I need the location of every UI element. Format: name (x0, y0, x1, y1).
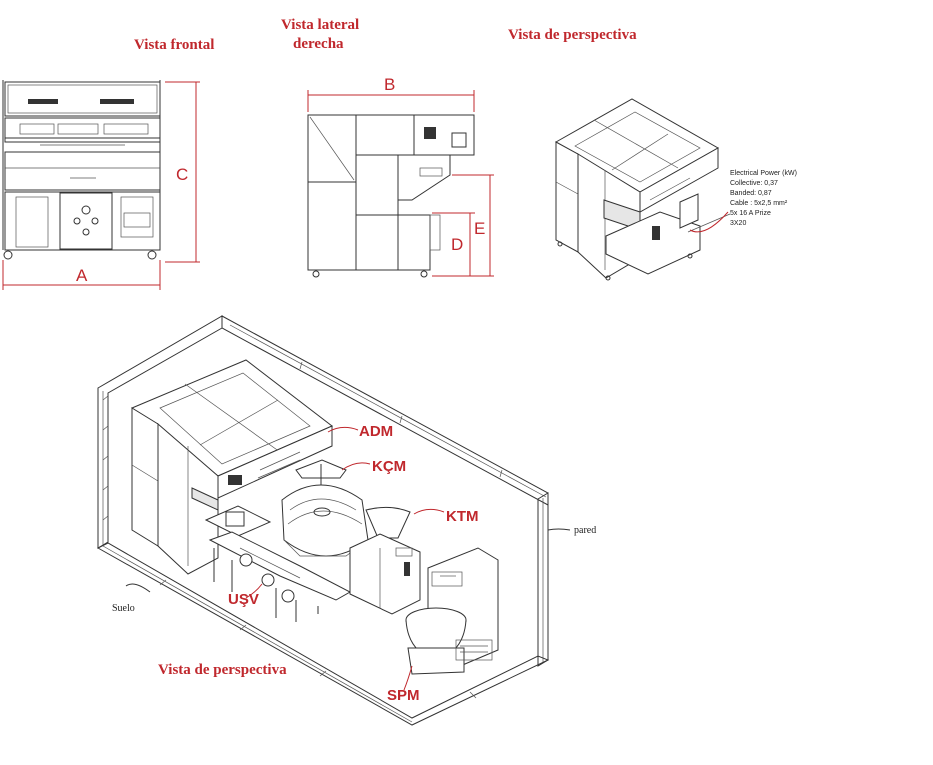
side-view-title-line1: Vista lateral (281, 17, 360, 33)
room-perspective-drawing (96, 315, 571, 726)
front-view-title: Vista frontal (134, 37, 215, 53)
dimension-b-label: B (384, 75, 396, 94)
dimension-c-label: C (176, 165, 189, 184)
machine-label-spm: SPM (387, 687, 420, 704)
wall-label: pared (574, 525, 597, 536)
perspective-view-title-top: Vista de perspectiva (508, 27, 637, 43)
machine-label-usv: UŞV (228, 591, 259, 608)
machine-label-kcm: KÇM (372, 458, 407, 475)
side-view-title-line2: derecha (293, 36, 344, 52)
spec-line-2: Collective: 0,37 (730, 180, 778, 187)
perspective-view-top-drawing (555, 98, 731, 281)
spec-line-4: Cable : 5x2,5 mm² (730, 200, 788, 207)
spec-line-5: 5x 16 A Prize (730, 210, 771, 217)
spec-line-1: Electrical Power (kW) (730, 170, 797, 177)
dimension-e-label: E (474, 219, 486, 238)
perspective-view-title-bottom: Vista de perspectiva (158, 662, 287, 678)
dimension-d-label: D (451, 235, 464, 254)
floor-label: Suelo (112, 603, 135, 614)
side-view-drawing (307, 90, 494, 278)
machine-label-ktm: KTM (446, 508, 479, 525)
front-view-drawing (2, 80, 200, 290)
dimension-a-label: A (76, 266, 88, 285)
spec-line-6: 3X20 (730, 220, 747, 227)
machine-label-adm: ADM (359, 423, 394, 440)
spec-line-3: Banded: 0,87 (730, 190, 772, 197)
